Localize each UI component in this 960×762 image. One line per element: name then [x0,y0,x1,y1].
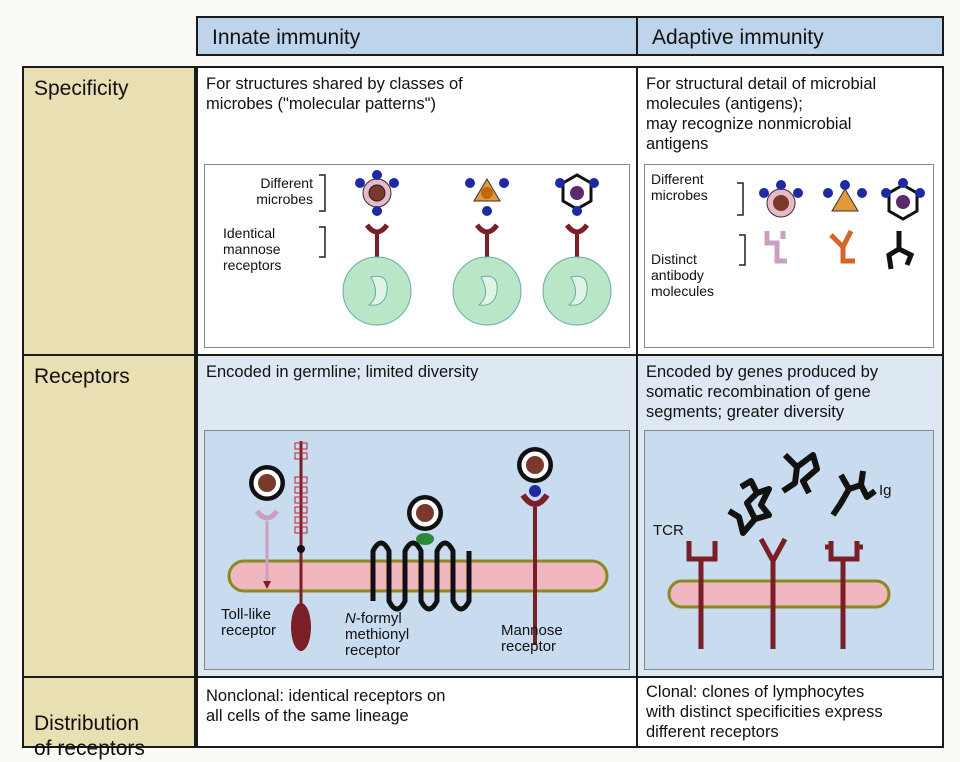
tcr-2 [758,537,788,649]
adaptive-header: Adaptive immunity [636,16,944,56]
innate-header: Innate immunity [196,16,638,56]
specificity-innate-text: For structures shared by classes of micr… [206,75,463,113]
specificity-adaptive-text: For structural detail of microbial molec… [646,75,877,153]
specificity-adaptive-cell: For structural detail of microbial molec… [636,66,944,356]
innate-cell-1 [342,170,412,326]
mannose-receptor-innate [517,447,553,645]
innate-different-microbes-label: Different microbes [256,175,313,207]
innate-specificity-panel: Different microbes Identical mannose rec… [204,164,630,348]
distribution-adaptive-cell: Clonal: clones of lymphocytes with disti… [636,676,944,748]
innate-cell-3 [542,173,612,326]
receptors-adaptive-cell: Encoded by genes produced by somatic rec… [636,354,944,678]
receptors-innate-cell: Encoded in germline; limited diversity [196,354,638,678]
adaptive-membrane [667,579,891,609]
adaptive-different-microbes-label: Different microbes [651,171,708,203]
innate-receptors-illustration [227,441,609,651]
innate-cell-2 [452,178,522,326]
distribution-label: Distribution of receptors [34,712,145,761]
innate-identical-receptors-label: Identical mannose receptors [223,225,282,273]
ig-molecule-3 [830,470,877,517]
row-label-distribution: Distribution of receptors [22,676,196,760]
specificity-label: Specificity [34,77,129,100]
toll-receptor-label: Toll-like receptor [221,606,277,639]
ig-label: Ig [879,482,892,499]
adaptive-specificity-illustration [737,178,925,270]
receptors-label: Receptors [34,365,130,388]
adaptive-specificity-panel: Different microbes Distinct antibody mol… [644,164,934,348]
bracket-microbes [319,174,326,212]
innate-membrane [227,559,609,593]
adaptive-distinct-antibody-label: Distinct antibody molecules [651,251,715,299]
tcr-1 [686,541,718,649]
ig-molecule-2 [781,452,820,495]
receptors-innate-text: Encoded in germline; limited diversity [206,363,479,381]
ig-molecule-1 [727,478,772,536]
adaptive-header-label: Adaptive immunity [652,26,824,49]
bracket-receptors [319,226,326,258]
specificity-innate-cell: For structures shared by classes of micr… [196,66,638,356]
tcr-label: TCR [653,522,684,539]
formyl-receptor [370,495,472,612]
innate-specificity-illustration [319,170,612,326]
adaptive-receptors-panel: TCR Ig [644,430,934,670]
toll-like-receptor [249,441,311,651]
distribution-adaptive-text: Clonal: clones of lymphocytes with disti… [646,683,883,741]
mannose-receptor-label: Mannose receptor [501,622,563,655]
tcr-3 [825,541,863,649]
innate-header-label: Innate immunity [212,26,361,49]
row-label-receptors: Receptors [22,354,196,678]
distribution-innate-text: Nonclonal: identical receptors on all ce… [206,687,446,725]
formyl-italic: N [345,610,356,627]
row-label-specificity: Specificity [22,66,196,356]
receptors-adaptive-text: Encoded by genes produced by somatic rec… [646,363,879,421]
adaptive-receptors-illustration [667,452,891,649]
innate-receptors-panel: Toll-like receptor N-formyl methionyl re… [204,430,630,670]
formyl-text: -formyl methionyl receptor [345,610,410,659]
formyl-receptor-label: N-formyl methionyl receptor [345,611,409,659]
distribution-innate-cell: Nonclonal: identical receptors on all ce… [196,676,638,748]
